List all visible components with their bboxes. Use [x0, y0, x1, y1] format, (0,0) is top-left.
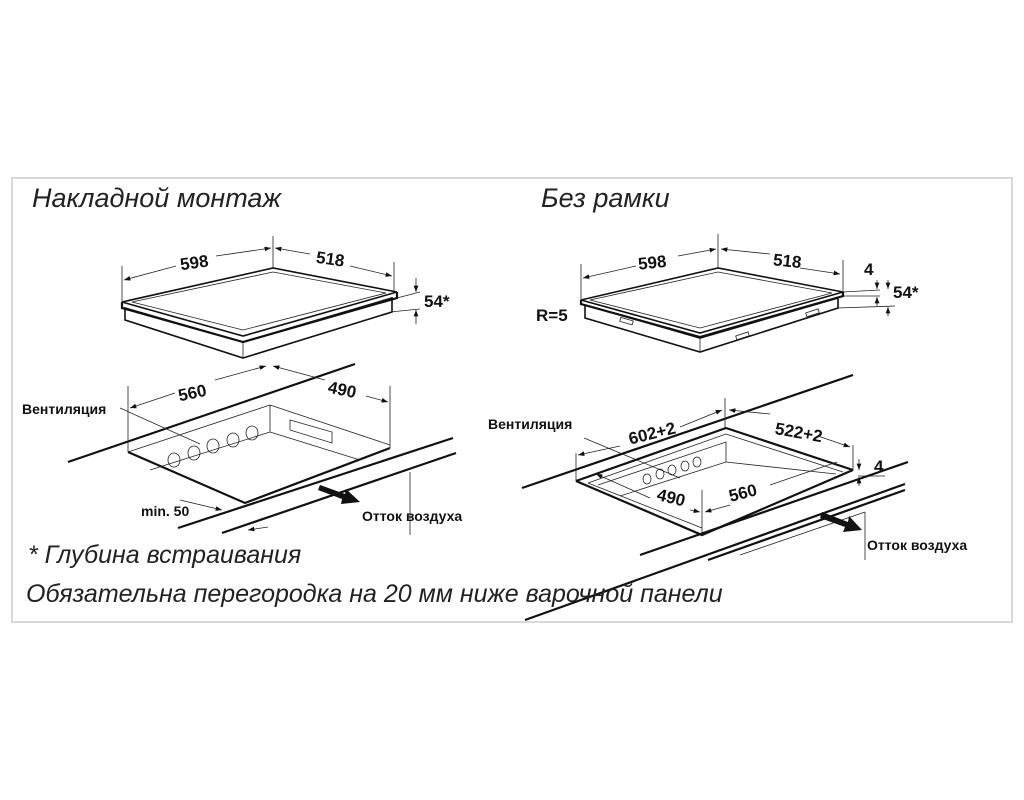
- right-hob-width: 598: [637, 252, 667, 274]
- diagram-frame: [11, 177, 1013, 623]
- left-hob-depth: 518: [315, 248, 346, 271]
- left-hob-width: 598: [179, 252, 210, 275]
- right-vent-holes: [642, 456, 702, 485]
- airflow-arrow: [318, 485, 360, 504]
- partition-note: Обязательна перегородка на 20 мм ниже ва…: [26, 580, 723, 608]
- left-hob-height: 54*: [424, 292, 450, 311]
- connection-box: [289, 419, 333, 444]
- vent-holes: [167, 425, 259, 468]
- left-cutout: 560 490 Вентиляция min. 50 Отток воздуха: [22, 362, 462, 535]
- left-title: Накладной монтаж: [32, 183, 282, 213]
- right-airflow-label: Отток воздуха: [867, 537, 967, 553]
- right-hob-dimensions: 598 518 4 54* R=5: [536, 234, 919, 325]
- left-hob-dimensions: 598 518 54*: [121, 236, 450, 324]
- glass-thickness: 4: [864, 260, 874, 279]
- rebate-depth: 4: [874, 457, 884, 476]
- right-airflow-arrow: [820, 512, 862, 532]
- depth-footnote: * Глубина встраивания: [28, 541, 301, 569]
- left-panel-surface-mount: Накладной монтаж 598 518 54*: [22, 183, 462, 535]
- left-hob: [120, 267, 399, 359]
- min-gap-label: min. 50: [141, 503, 189, 519]
- left-ventilation-label: Вентиляция: [22, 401, 106, 417]
- right-ventilation-label: Вентиляция: [488, 416, 572, 432]
- right-hob-height: 54*: [893, 283, 919, 302]
- left-airflow-label: Отток воздуха: [362, 508, 462, 524]
- right-hob-depth: 518: [772, 250, 802, 272]
- corner-radius: R=5: [536, 306, 568, 325]
- right-title: Без рамки: [541, 183, 670, 213]
